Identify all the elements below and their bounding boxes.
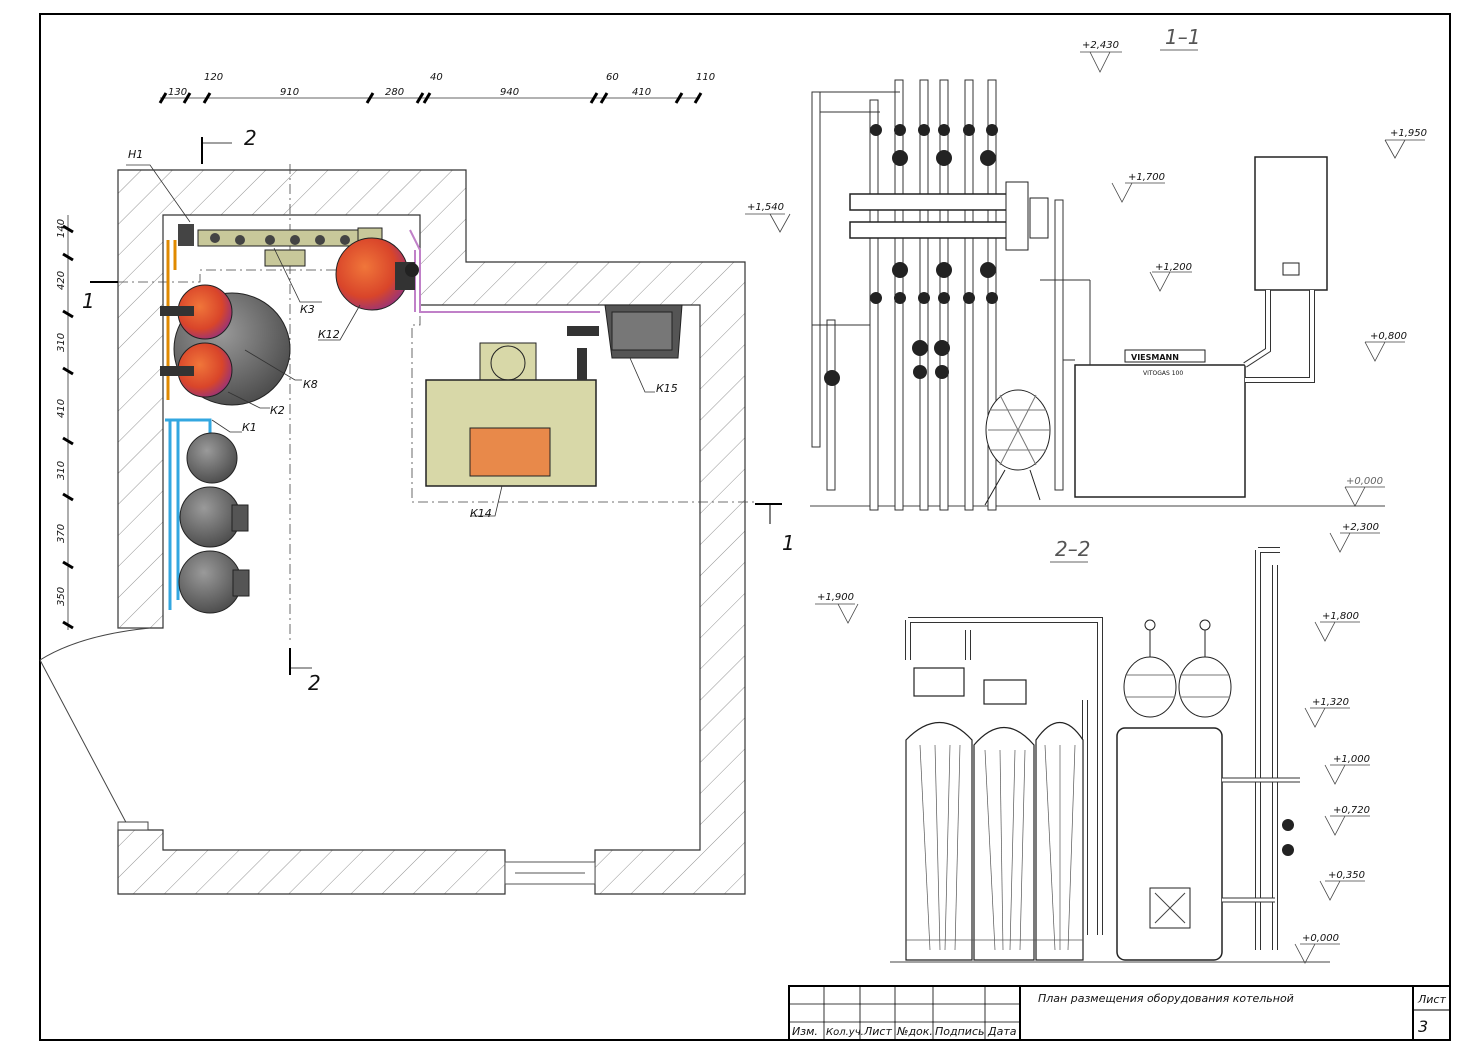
level-1900: +1,900 <box>817 592 854 603</box>
level-1700: +1,700 <box>1128 172 1165 183</box>
level-2300: +2,300 <box>1342 522 1379 533</box>
tb-title: План размещения оборудования котельной <box>1038 992 1294 1005</box>
dim-left-410: 410 <box>56 399 67 418</box>
filter-k1-c <box>178 550 242 614</box>
wall-bottom-hatched <box>117 829 506 895</box>
boiler-model: VITOGAS 100 <box>1143 370 1183 377</box>
level-0800: +0,800 <box>1370 331 1407 342</box>
label-h1: Н1 <box>128 148 143 161</box>
level-1540: +1,540 <box>747 202 784 213</box>
wall-hatched <box>117 169 746 895</box>
dim-410: 410 <box>632 87 651 98</box>
tb-col-izm: Изм. <box>792 1025 818 1038</box>
cut-label-1-left: 1 <box>82 289 95 313</box>
cut-label-1-right: 1 <box>782 531 795 555</box>
tb-sheet-label: Лист <box>1417 993 1446 1006</box>
label-k3: К3 <box>300 303 315 316</box>
label-k14: К14 <box>470 507 492 520</box>
level-0350: +0,350 <box>1328 870 1365 881</box>
level-1950: +1,950 <box>1390 128 1427 139</box>
dim-ticks-top <box>158 92 703 104</box>
section-1-1-title: 1–1 <box>1165 25 1200 49</box>
manifold-return <box>849 221 1011 239</box>
label-k8: К8 <box>303 378 318 391</box>
boiler-k14-door <box>469 427 551 477</box>
section-2-2: 2–2 <box>815 522 1380 964</box>
dim-130: 130 <box>168 87 187 98</box>
level-2430: +2,430 <box>1082 40 1119 51</box>
door-swing <box>39 627 151 831</box>
cut-label-2-top: 2 <box>244 126 257 150</box>
dim-left-310b: 310 <box>56 461 67 480</box>
label-k15: К15 <box>656 382 678 395</box>
filter-k1-a <box>186 432 238 484</box>
tb-sheet-number: 3 <box>1418 1017 1428 1036</box>
sheet-frame <box>39 13 1451 1041</box>
expansion-tank-2-2-a <box>1123 656 1177 718</box>
dim-40: 40 <box>430 72 443 83</box>
cut-mark-2 <box>201 137 312 675</box>
boiler-brand: VIESMANN <box>1131 353 1179 362</box>
section-1-1: 1–1 <box>745 25 1427 511</box>
dim-left-140: 140 <box>56 219 67 238</box>
label-k1: К1 <box>242 421 257 434</box>
dim-940: 940 <box>500 87 519 98</box>
title-block: Изм. Кол.уч. Лист №док. Подпись Дата Пла… <box>788 985 1451 1041</box>
level-1320: +1,320 <box>1312 697 1349 708</box>
cut-mark-1 <box>90 281 782 524</box>
dim-60: 60 <box>606 72 619 83</box>
level-1800: +1,800 <box>1322 611 1359 622</box>
label-k2: К2 <box>270 404 285 417</box>
level-0720: +0,720 <box>1333 805 1370 816</box>
dim-left-310: 310 <box>56 333 67 352</box>
manifold-supply <box>849 193 1011 211</box>
tb-col-koluch: Кол.уч. <box>826 1027 864 1038</box>
dim-120: 120 <box>204 72 223 83</box>
tb-col-podpis: Подпись <box>935 1025 984 1038</box>
level-0000-b: +0,000 <box>1302 933 1339 944</box>
tb-col-data: Дата <box>987 1025 1017 1038</box>
filter-k1-b <box>179 486 241 548</box>
cut-label-2-bottom: 2 <box>308 671 321 695</box>
level-1200: +1,200 <box>1155 262 1192 273</box>
expansion-tank-2-2-b <box>1178 656 1232 718</box>
levels-2-2 <box>815 532 1380 964</box>
dim-left-350: 350 <box>56 587 67 606</box>
tb-col-ndok: №док. <box>896 1025 933 1038</box>
floor-plan: 130 120 910 280 40 940 60 410 110 140 42… <box>39 72 795 895</box>
dim-ticks-left <box>62 224 74 630</box>
water-heater <box>1116 727 1223 961</box>
dim-110: 110 <box>696 72 715 83</box>
levels-1-1 <box>745 51 1425 507</box>
dim-left-370: 370 <box>56 524 67 543</box>
dim-910: 910 <box>280 87 299 98</box>
floor-boiler-vitogas <box>1074 364 1246 498</box>
label-k12: К12 <box>318 328 340 341</box>
level-0000-a: +0,000 <box>1346 476 1383 487</box>
dim-left-420: 420 <box>56 271 67 290</box>
dim-280: 280 <box>385 87 404 98</box>
tb-col-list: Лист <box>863 1025 892 1038</box>
level-1000: +1,000 <box>1333 754 1370 765</box>
section-2-2-title: 2–2 <box>1055 537 1090 561</box>
filter-columns <box>905 667 1084 961</box>
